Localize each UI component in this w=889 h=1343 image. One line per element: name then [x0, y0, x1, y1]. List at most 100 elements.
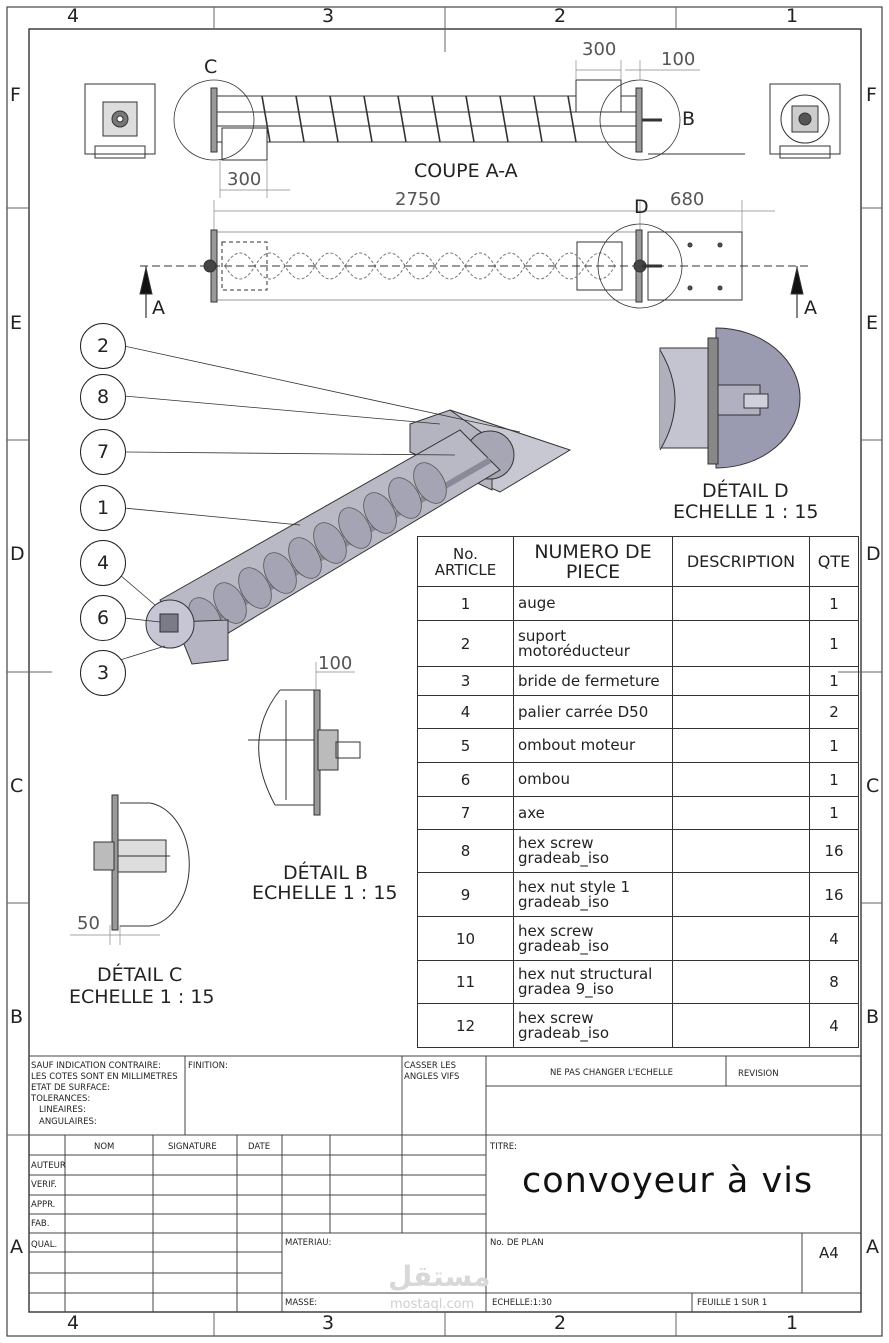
detail-b-marker: B — [682, 108, 696, 130]
detail-c-scale: ECHELLE 1 : 15 — [69, 986, 215, 1008]
bom-no: 9 — [417, 872, 514, 917]
tb-no-de-plan: No. DE PLAN — [490, 1238, 544, 1248]
balloon-3: 3 — [80, 650, 126, 696]
detail-c-title: DÉTAIL C — [97, 964, 183, 986]
bom-qty: 1 — [809, 728, 859, 763]
dim-100-top: 100 — [661, 49, 696, 70]
bom-description — [672, 762, 810, 797]
tb-signature: SIGNATURE — [168, 1142, 217, 1152]
bom-header-piece: NUMERO DE PIECE — [513, 536, 673, 587]
zone-col-1-top: 1 — [786, 5, 799, 27]
bom-no: 7 — [417, 796, 514, 830]
zone-row-a-right: A — [866, 1236, 879, 1258]
bom-piece: hex nut structural gradea 9_iso — [513, 960, 673, 1004]
bom-piece: bride de fermeture — [513, 666, 673, 696]
tb-date: DATE — [248, 1142, 271, 1152]
zone-row-e-right: E — [866, 312, 879, 334]
zone-col-3-bottom: 3 — [322, 1312, 335, 1334]
dim-50-detail-c: 50 — [77, 913, 100, 934]
dim-2750: 2750 — [395, 189, 441, 210]
dim-100-detail-b: 100 — [318, 653, 353, 674]
bom-description — [672, 728, 810, 763]
bom-description — [672, 960, 810, 1004]
tb-notes-1: SAUF INDICATION CONTRAIRE: — [31, 1061, 161, 1071]
watermark-logo: مستقل — [388, 1260, 491, 1293]
dim-300-left: 300 — [227, 169, 262, 190]
bom-header-description: DESCRIPTION — [672, 536, 810, 587]
bom-header-qty: QTE — [809, 536, 859, 587]
tb-finition: FINITION: — [188, 1061, 228, 1071]
bom-header-article: No. ARTICLE — [417, 536, 514, 587]
tb-notes-3: ETAT DE SURFACE: — [31, 1083, 111, 1093]
detail-b-view — [248, 662, 361, 816]
detail-d-view — [659, 327, 801, 469]
bom-description — [672, 1003, 810, 1048]
bom-description — [672, 620, 810, 667]
bom-description — [672, 829, 810, 873]
tb-materiau: MATERIAU: — [285, 1238, 332, 1248]
zone-row-d-right: D — [866, 543, 881, 565]
bom-piece: hex screw gradeab_iso — [513, 829, 673, 873]
bom-qty: 4 — [809, 916, 859, 961]
bom-no: 8 — [417, 829, 514, 873]
detail-b-scale: ECHELLE 1 : 15 — [252, 882, 398, 904]
bom-no: 6 — [417, 762, 514, 797]
bom-description — [672, 796, 810, 830]
zone-row-f-left: F — [10, 84, 21, 106]
tb-role-qual: QUAL. — [31, 1240, 58, 1250]
bom-no: 3 — [417, 666, 514, 696]
detail-d-scale: ECHELLE 1 : 15 — [673, 501, 819, 523]
tb-role-fab: FAB. — [31, 1219, 50, 1229]
tb-format: A4 — [819, 1244, 839, 1262]
bom-piece: hex nut style 1 gradeab_iso — [513, 872, 673, 917]
zone-col-2-top: 2 — [554, 5, 567, 27]
zone-col-4-bottom: 4 — [67, 1312, 80, 1334]
bom-piece: hex screw gradeab_iso — [513, 916, 673, 961]
bom-qty: 2 — [809, 695, 859, 729]
zone-row-d-left: D — [10, 543, 25, 565]
bom-qty: 8 — [809, 960, 859, 1004]
bom-description — [672, 916, 810, 961]
zone-row-f-right: F — [866, 84, 877, 106]
tb-notes-2: LES COTES SONT EN MILLIMETRES — [31, 1072, 178, 1082]
tb-nom: NOM — [94, 1142, 115, 1152]
zone-row-e-left: E — [10, 312, 23, 334]
drawing-title: convoyeur à vis — [522, 1161, 814, 1201]
bom-piece: ombou — [513, 762, 673, 797]
bom-description — [672, 666, 810, 696]
bom-no: 4 — [417, 695, 514, 729]
bom-qty: 1 — [809, 620, 859, 667]
bom-piece: axe — [513, 796, 673, 830]
zone-col-1-bottom: 1 — [786, 1312, 799, 1334]
tb-role-auteur: AUTEUR — [31, 1161, 66, 1171]
tb-ne-pas-changer: NE PAS CHANGER L'ECHELLE — [550, 1068, 673, 1078]
dim-300-top: 300 — [582, 39, 617, 60]
detail-c-view — [70, 794, 190, 945]
title-block-frame — [29, 1055, 861, 1312]
tb-casser-2: ANGLES VIFS — [404, 1072, 460, 1082]
balloon-4: 4 — [80, 540, 126, 586]
bom-qty: 16 — [809, 829, 859, 873]
tb-notes-6: ANGULAIRES: — [39, 1117, 97, 1127]
bom-piece: auge — [513, 586, 673, 621]
tb-notes-5: LINEAIRES: — [39, 1105, 86, 1115]
tb-masse: MASSE: — [285, 1298, 318, 1308]
bom-no: 10 — [417, 916, 514, 961]
tb-echelle: ECHELLE:1:30 — [492, 1298, 552, 1308]
zone-row-a-left: A — [10, 1236, 23, 1258]
bom-description — [672, 872, 810, 917]
bom-piece: palier carrée D50 — [513, 695, 673, 729]
balloon-1: 1 — [80, 485, 126, 531]
tb-titre-label: TITRE: — [490, 1142, 518, 1152]
balloon-8: 8 — [80, 374, 126, 420]
bom-no: 11 — [417, 960, 514, 1004]
